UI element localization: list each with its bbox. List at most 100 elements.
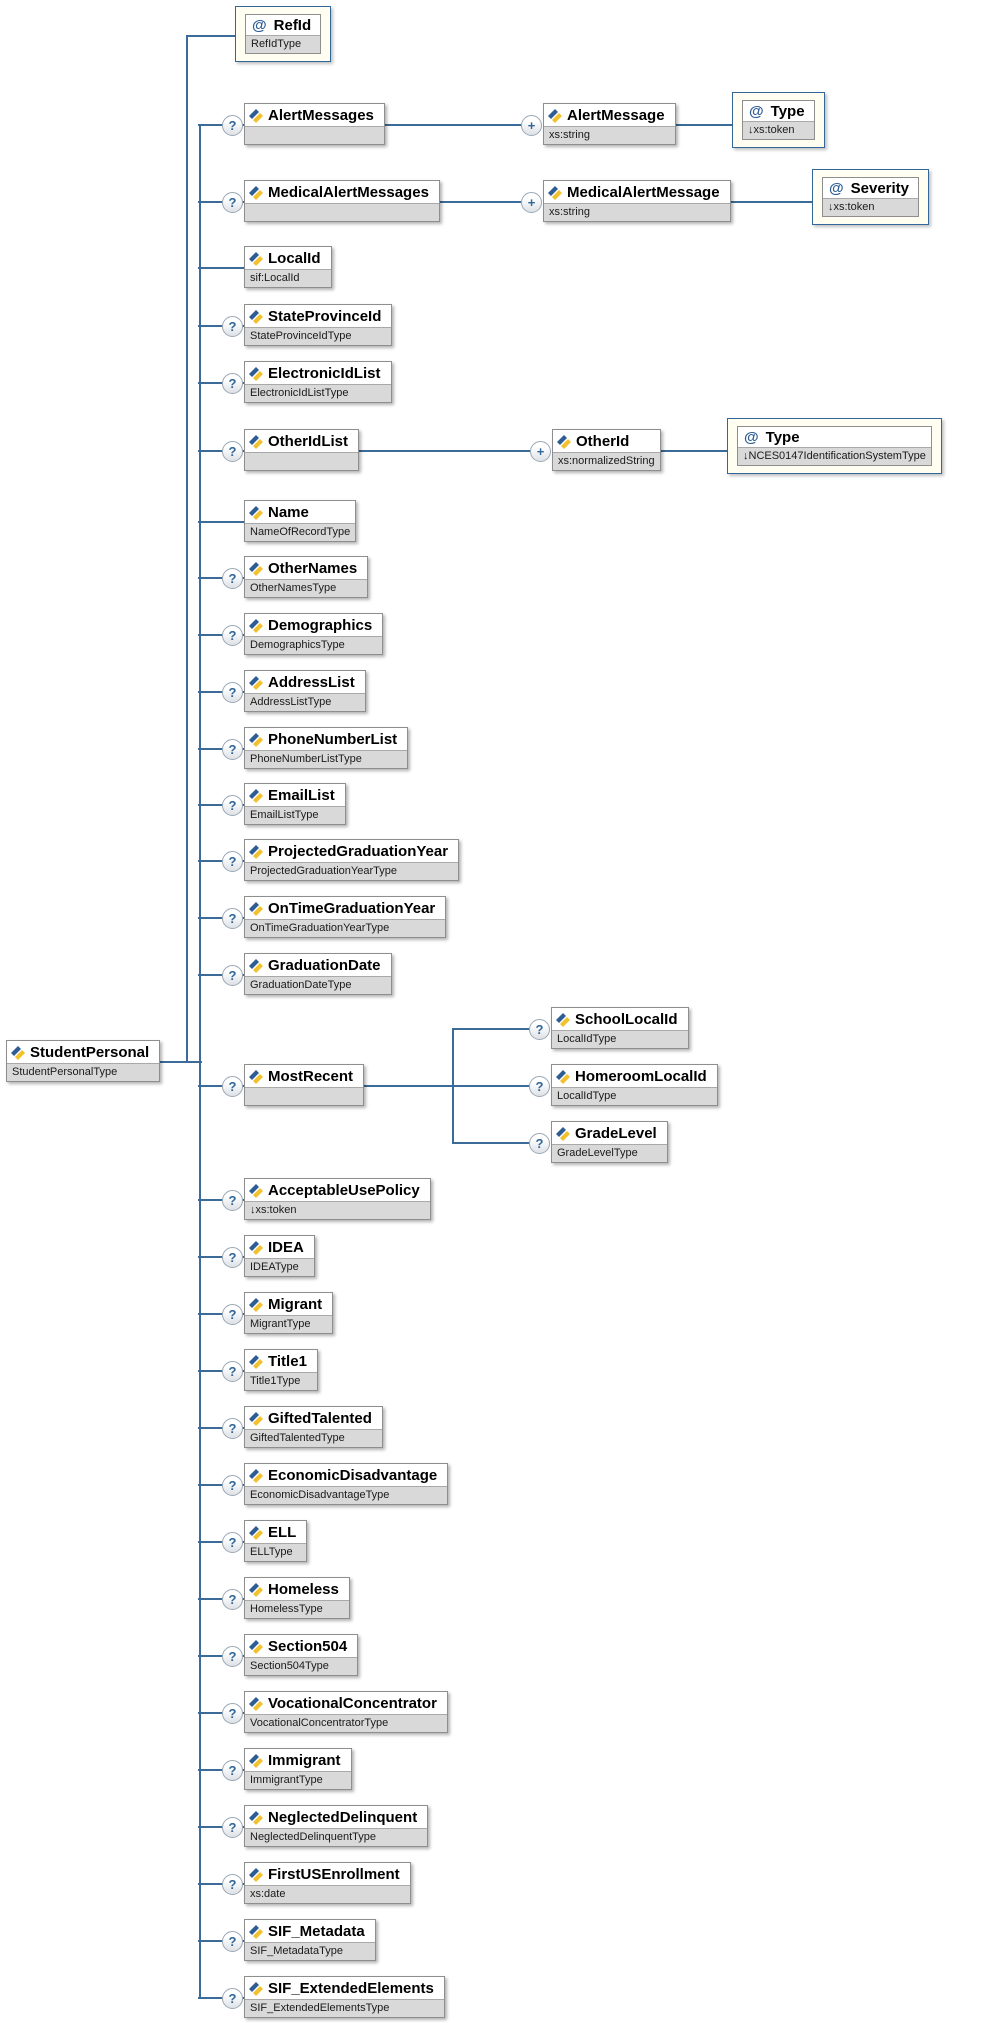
element-icon bbox=[249, 1240, 263, 1255]
connector-line bbox=[452, 1085, 543, 1087]
element-box-MedicalAlertMessages[interactable]: MedicalAlertMessages bbox=[244, 180, 440, 222]
element-label: SchoolLocalId bbox=[552, 1008, 688, 1030]
attribute-box-Type[interactable]: @Type↓NCES0147IdentificationSystemType bbox=[727, 418, 942, 474]
optional-occurrence-marker: ? bbox=[529, 1019, 550, 1040]
attribute-box-Type[interactable]: @Type↓xs:token bbox=[732, 92, 825, 148]
optional-occurrence-marker: ? bbox=[222, 115, 243, 136]
element-type-band: NameOfRecordType bbox=[245, 523, 356, 541]
element-icon bbox=[556, 1069, 570, 1084]
optional-occurrence-marker: ? bbox=[222, 1190, 243, 1211]
element-box-OtherIdList[interactable]: OtherIdList bbox=[244, 429, 360, 471]
element-type-band: NeglectedDelinquentType bbox=[245, 1828, 428, 1846]
element-icon bbox=[548, 185, 562, 200]
element-type-band: EmailListType bbox=[245, 806, 345, 824]
element-name-text: GradeLevel bbox=[575, 1125, 657, 1142]
attribute-at-icon: @ bbox=[829, 180, 844, 197]
element-name-text: GraduationDate bbox=[268, 957, 381, 974]
element-label: OnTimeGraduationYear bbox=[245, 897, 446, 919]
attribute-name-text: RefId bbox=[273, 17, 312, 34]
element-name-text: SchoolLocalId bbox=[575, 1011, 678, 1028]
attribute-type-band: RefIdType bbox=[246, 35, 321, 53]
element-type-band: Section504Type bbox=[245, 1657, 358, 1675]
optional-occurrence-marker: ? bbox=[222, 625, 243, 646]
optional-occurrence-marker: ? bbox=[222, 192, 243, 213]
element-box-AcceptableUsePolicy[interactable]: AcceptableUsePolicy↓xs:token bbox=[244, 1178, 431, 1220]
element-box-AlertMessages[interactable]: AlertMessages bbox=[244, 103, 385, 145]
element-label: EmailList bbox=[245, 784, 345, 806]
attribute-type-band: ↓xs:token bbox=[823, 198, 919, 216]
optional-occurrence-marker: ? bbox=[222, 373, 243, 394]
element-label: EconomicDisadvantage bbox=[245, 1464, 448, 1486]
element-type-band: OtherNamesType bbox=[245, 579, 368, 597]
element-name-text: EmailList bbox=[268, 787, 335, 804]
element-box-MostRecent[interactable]: MostRecent bbox=[244, 1064, 365, 1106]
element-icon bbox=[557, 434, 571, 449]
element-label: IDEA bbox=[245, 1236, 314, 1258]
element-icon bbox=[249, 1924, 263, 1939]
element-label: VocationalConcentrator bbox=[245, 1692, 447, 1714]
element-name-text: HomeroomLocalId bbox=[575, 1068, 707, 1085]
element-label: Homeless bbox=[245, 1578, 349, 1600]
optional-occurrence-marker: ? bbox=[222, 1646, 243, 1667]
element-type-band: EconomicDisadvantageType bbox=[245, 1486, 448, 1504]
attribute-box-Severity[interactable]: @Severity↓xs:token bbox=[812, 169, 930, 225]
element-label: OtherNames bbox=[245, 557, 368, 579]
element-name-text: SIF_Metadata bbox=[268, 1923, 365, 1940]
element-name-text: Title1 bbox=[268, 1353, 307, 1370]
element-label: GradeLevel bbox=[552, 1122, 667, 1144]
element-label: AlertMessage bbox=[544, 104, 675, 126]
element-label: ProjectedGraduationYear bbox=[245, 840, 459, 862]
element-name-text: Name bbox=[268, 504, 309, 521]
repeatable-occurrence-marker: + bbox=[521, 115, 542, 136]
optional-occurrence-marker: ? bbox=[222, 1760, 243, 1781]
element-label: Demographics bbox=[245, 614, 383, 636]
element-type-band bbox=[245, 452, 359, 470]
optional-occurrence-marker: ? bbox=[222, 1874, 243, 1895]
attribute-name-text: Type bbox=[765, 429, 800, 446]
attribute-type-band: ↓xs:token bbox=[743, 121, 814, 139]
repeatable-occurrence-marker: + bbox=[521, 192, 542, 213]
element-name-text: AddressList bbox=[268, 674, 355, 691]
element-name-text: MedicalAlertMessage bbox=[567, 184, 720, 201]
element-name-text: IDEA bbox=[268, 1239, 304, 1256]
element-name-text: Migrant bbox=[268, 1296, 323, 1313]
element-icon bbox=[556, 1012, 570, 1027]
element-icon bbox=[249, 1468, 263, 1483]
element-name-text: OtherNames bbox=[268, 560, 358, 577]
